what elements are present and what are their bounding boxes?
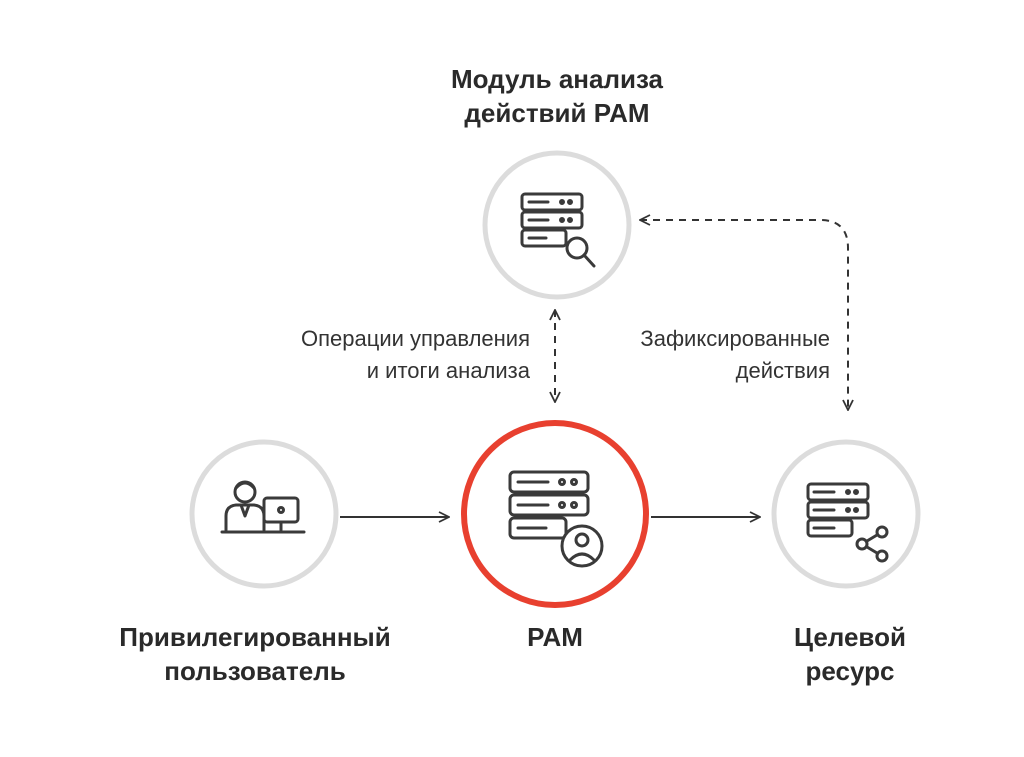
edge-logged-line1: Зафиксированные <box>640 326 830 351</box>
user-title-line1: Привилегированный <box>119 622 391 652</box>
user-at-workstation-icon <box>220 480 306 534</box>
edge-ops-line2: и итоги анализа <box>366 358 530 383</box>
server-share-icon <box>806 482 889 563</box>
server-search-icon <box>520 192 596 268</box>
pam-node-title: PAM <box>480 620 630 654</box>
user-title-line2: пользователь <box>164 656 346 686</box>
target-node-circle <box>771 439 921 589</box>
analysis-title-line2: действий PAM <box>464 98 650 128</box>
edge-ops-line1: Операции управления <box>300 326 530 351</box>
target-title-line1: Целевой <box>794 622 906 652</box>
edge-label-logged-actions: Зафиксированные действия <box>570 323 830 387</box>
target-title-line2: ресурс <box>805 656 895 686</box>
analysis-title-line1: Модуль анализа <box>450 64 664 94</box>
edge-logged-line2: действия <box>735 358 830 383</box>
analysis-node-circle <box>482 150 632 300</box>
edge-analysis-target-dashed <box>640 220 848 410</box>
edge-label-operations: Операции управления и итоги анализа <box>230 323 530 387</box>
user-node-title: Привилегированный пользователь <box>90 620 420 688</box>
pam-title: PAM <box>527 622 583 652</box>
server-user-icon <box>508 470 604 568</box>
analysis-node-title: Модуль анализа действий PAM <box>387 62 727 130</box>
target-node-title: Целевой ресурс <box>760 620 940 688</box>
